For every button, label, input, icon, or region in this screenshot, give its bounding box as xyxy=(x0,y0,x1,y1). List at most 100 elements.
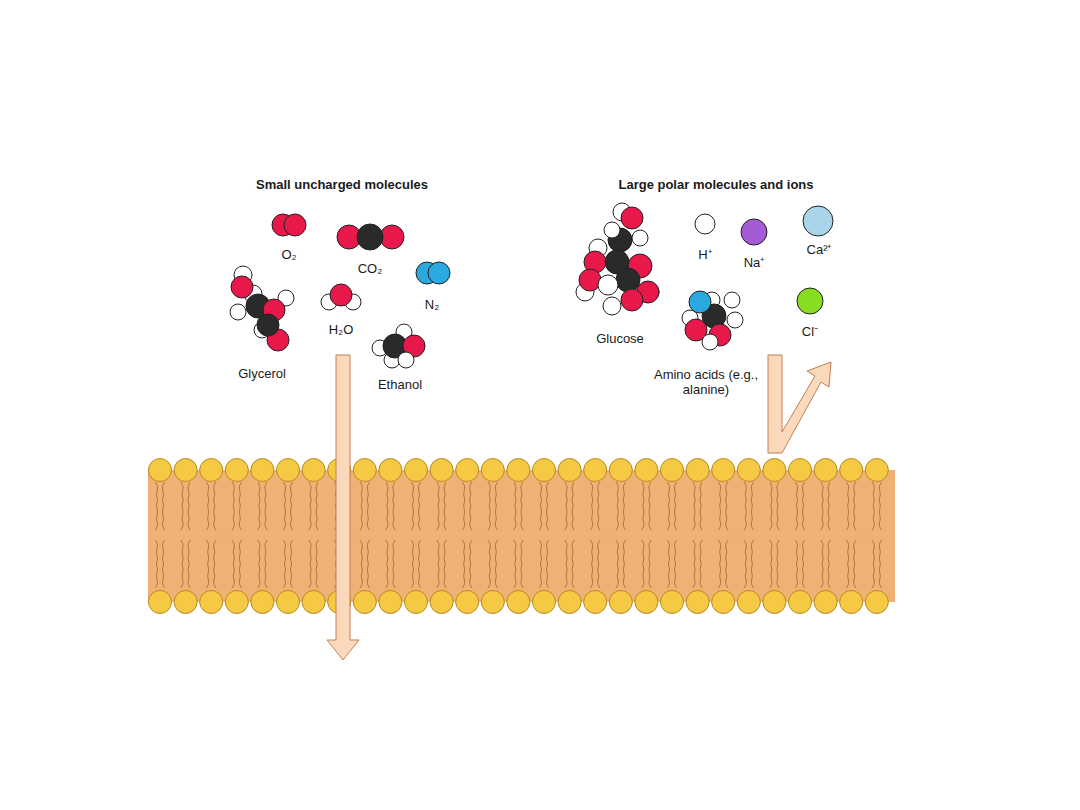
lipid-tail xyxy=(879,482,881,530)
lipid-head xyxy=(302,459,325,482)
lipid-head xyxy=(609,459,632,482)
ion-label: H⁺ xyxy=(698,247,711,262)
lipid-head xyxy=(840,591,863,614)
lipid-tail xyxy=(546,540,548,588)
atom-sphere xyxy=(702,334,718,350)
lipid-tail xyxy=(495,482,497,530)
group-heading: Small uncharged molecules xyxy=(256,177,428,192)
molecule-label: CO₂ xyxy=(358,261,383,276)
lipid-tail xyxy=(879,540,881,588)
lipid-tail xyxy=(751,540,753,588)
lipid-tail xyxy=(539,482,541,530)
lipid-head xyxy=(405,591,428,614)
atom-sphere xyxy=(603,297,621,315)
lipid-tail xyxy=(591,540,593,588)
lipid-tail xyxy=(591,482,593,530)
lipid-tail xyxy=(411,482,413,530)
lipid-tail xyxy=(188,540,190,588)
lipid-tail xyxy=(155,482,157,530)
lipid-tail xyxy=(744,482,746,530)
lipid-tail xyxy=(470,482,472,530)
lipid-head xyxy=(533,591,556,614)
lipid-tail xyxy=(283,540,285,588)
lipid-tail xyxy=(437,540,439,588)
lipid-tail xyxy=(316,482,318,530)
lipid-tail xyxy=(265,482,267,530)
lipid-tail xyxy=(463,540,465,588)
lipid-head xyxy=(456,591,479,614)
lipid-tail xyxy=(214,540,216,588)
lipid-head xyxy=(584,591,607,614)
lipid-head xyxy=(174,591,197,614)
lipid-tail xyxy=(367,482,369,530)
lipid-head xyxy=(277,459,300,482)
lipid-tail xyxy=(872,482,874,530)
lipid-tail xyxy=(847,482,849,530)
molecule-label: H₂O xyxy=(329,322,354,337)
atom-sphere xyxy=(632,230,648,246)
lipid-head xyxy=(174,459,197,482)
lipid-head xyxy=(737,591,760,614)
lipid-tail xyxy=(726,540,728,588)
lipid-tail xyxy=(495,540,497,588)
lipid-tail-layer xyxy=(148,470,895,602)
lipid-head xyxy=(814,591,837,614)
lipid-tail xyxy=(546,482,548,530)
lipid-tail xyxy=(521,540,523,588)
lipid-tail xyxy=(693,540,695,588)
lipid-tail xyxy=(616,482,618,530)
atom-sphere xyxy=(741,219,767,245)
lipid-head xyxy=(379,459,402,482)
lipid-tail xyxy=(162,540,164,588)
lipid-head xyxy=(302,591,325,614)
lipid-tail xyxy=(751,482,753,530)
molecule-label: O₂ xyxy=(281,247,296,262)
lipid-head xyxy=(661,459,684,482)
lipid-heads xyxy=(149,459,889,614)
lipid-tail xyxy=(539,540,541,588)
lipid-tail xyxy=(572,540,574,588)
lipid-tail xyxy=(642,540,644,588)
atom-sphere xyxy=(579,269,601,291)
lipid-tail xyxy=(162,482,164,530)
lipid-tail xyxy=(770,540,772,588)
ion-label: Na⁺ xyxy=(744,255,765,270)
lipid-tail xyxy=(847,540,849,588)
lipid-tail xyxy=(828,540,830,588)
lipid-head xyxy=(635,591,658,614)
lipid-tail xyxy=(239,482,241,530)
atom-sphere xyxy=(689,291,711,313)
lipid-head xyxy=(507,591,530,614)
lipid-head xyxy=(225,591,248,614)
lipid-head xyxy=(430,591,453,614)
lipid-tail xyxy=(188,482,190,530)
lipid-tail xyxy=(265,540,267,588)
lipid-head xyxy=(763,591,786,614)
lipid-head xyxy=(481,459,504,482)
lipid-head xyxy=(533,459,556,482)
atom-sphere xyxy=(621,207,643,229)
lipid-tail xyxy=(360,482,362,530)
lipid-tail xyxy=(854,540,856,588)
lipid-tail xyxy=(360,540,362,588)
atom-sphere xyxy=(357,224,383,250)
atom-sphere xyxy=(257,314,279,336)
lipid-tail xyxy=(309,482,311,530)
lipid-tail xyxy=(821,482,823,530)
lipid-tail xyxy=(795,482,797,530)
lipid-tail xyxy=(232,482,234,530)
lipid-tail xyxy=(777,540,779,588)
lipid-tail xyxy=(521,482,523,530)
lipid-head xyxy=(405,459,428,482)
lipid-head xyxy=(635,459,658,482)
lipid-tail xyxy=(565,540,567,588)
lipid-head xyxy=(661,591,684,614)
lipid-tail xyxy=(239,540,241,588)
atom-sphere xyxy=(604,222,620,238)
lipid-tail xyxy=(418,482,420,530)
atom-sphere xyxy=(803,206,833,236)
lipid-head xyxy=(353,591,376,614)
lipid-tail xyxy=(667,482,669,530)
lipid-tail xyxy=(828,482,830,530)
atom-sphere xyxy=(724,292,740,308)
